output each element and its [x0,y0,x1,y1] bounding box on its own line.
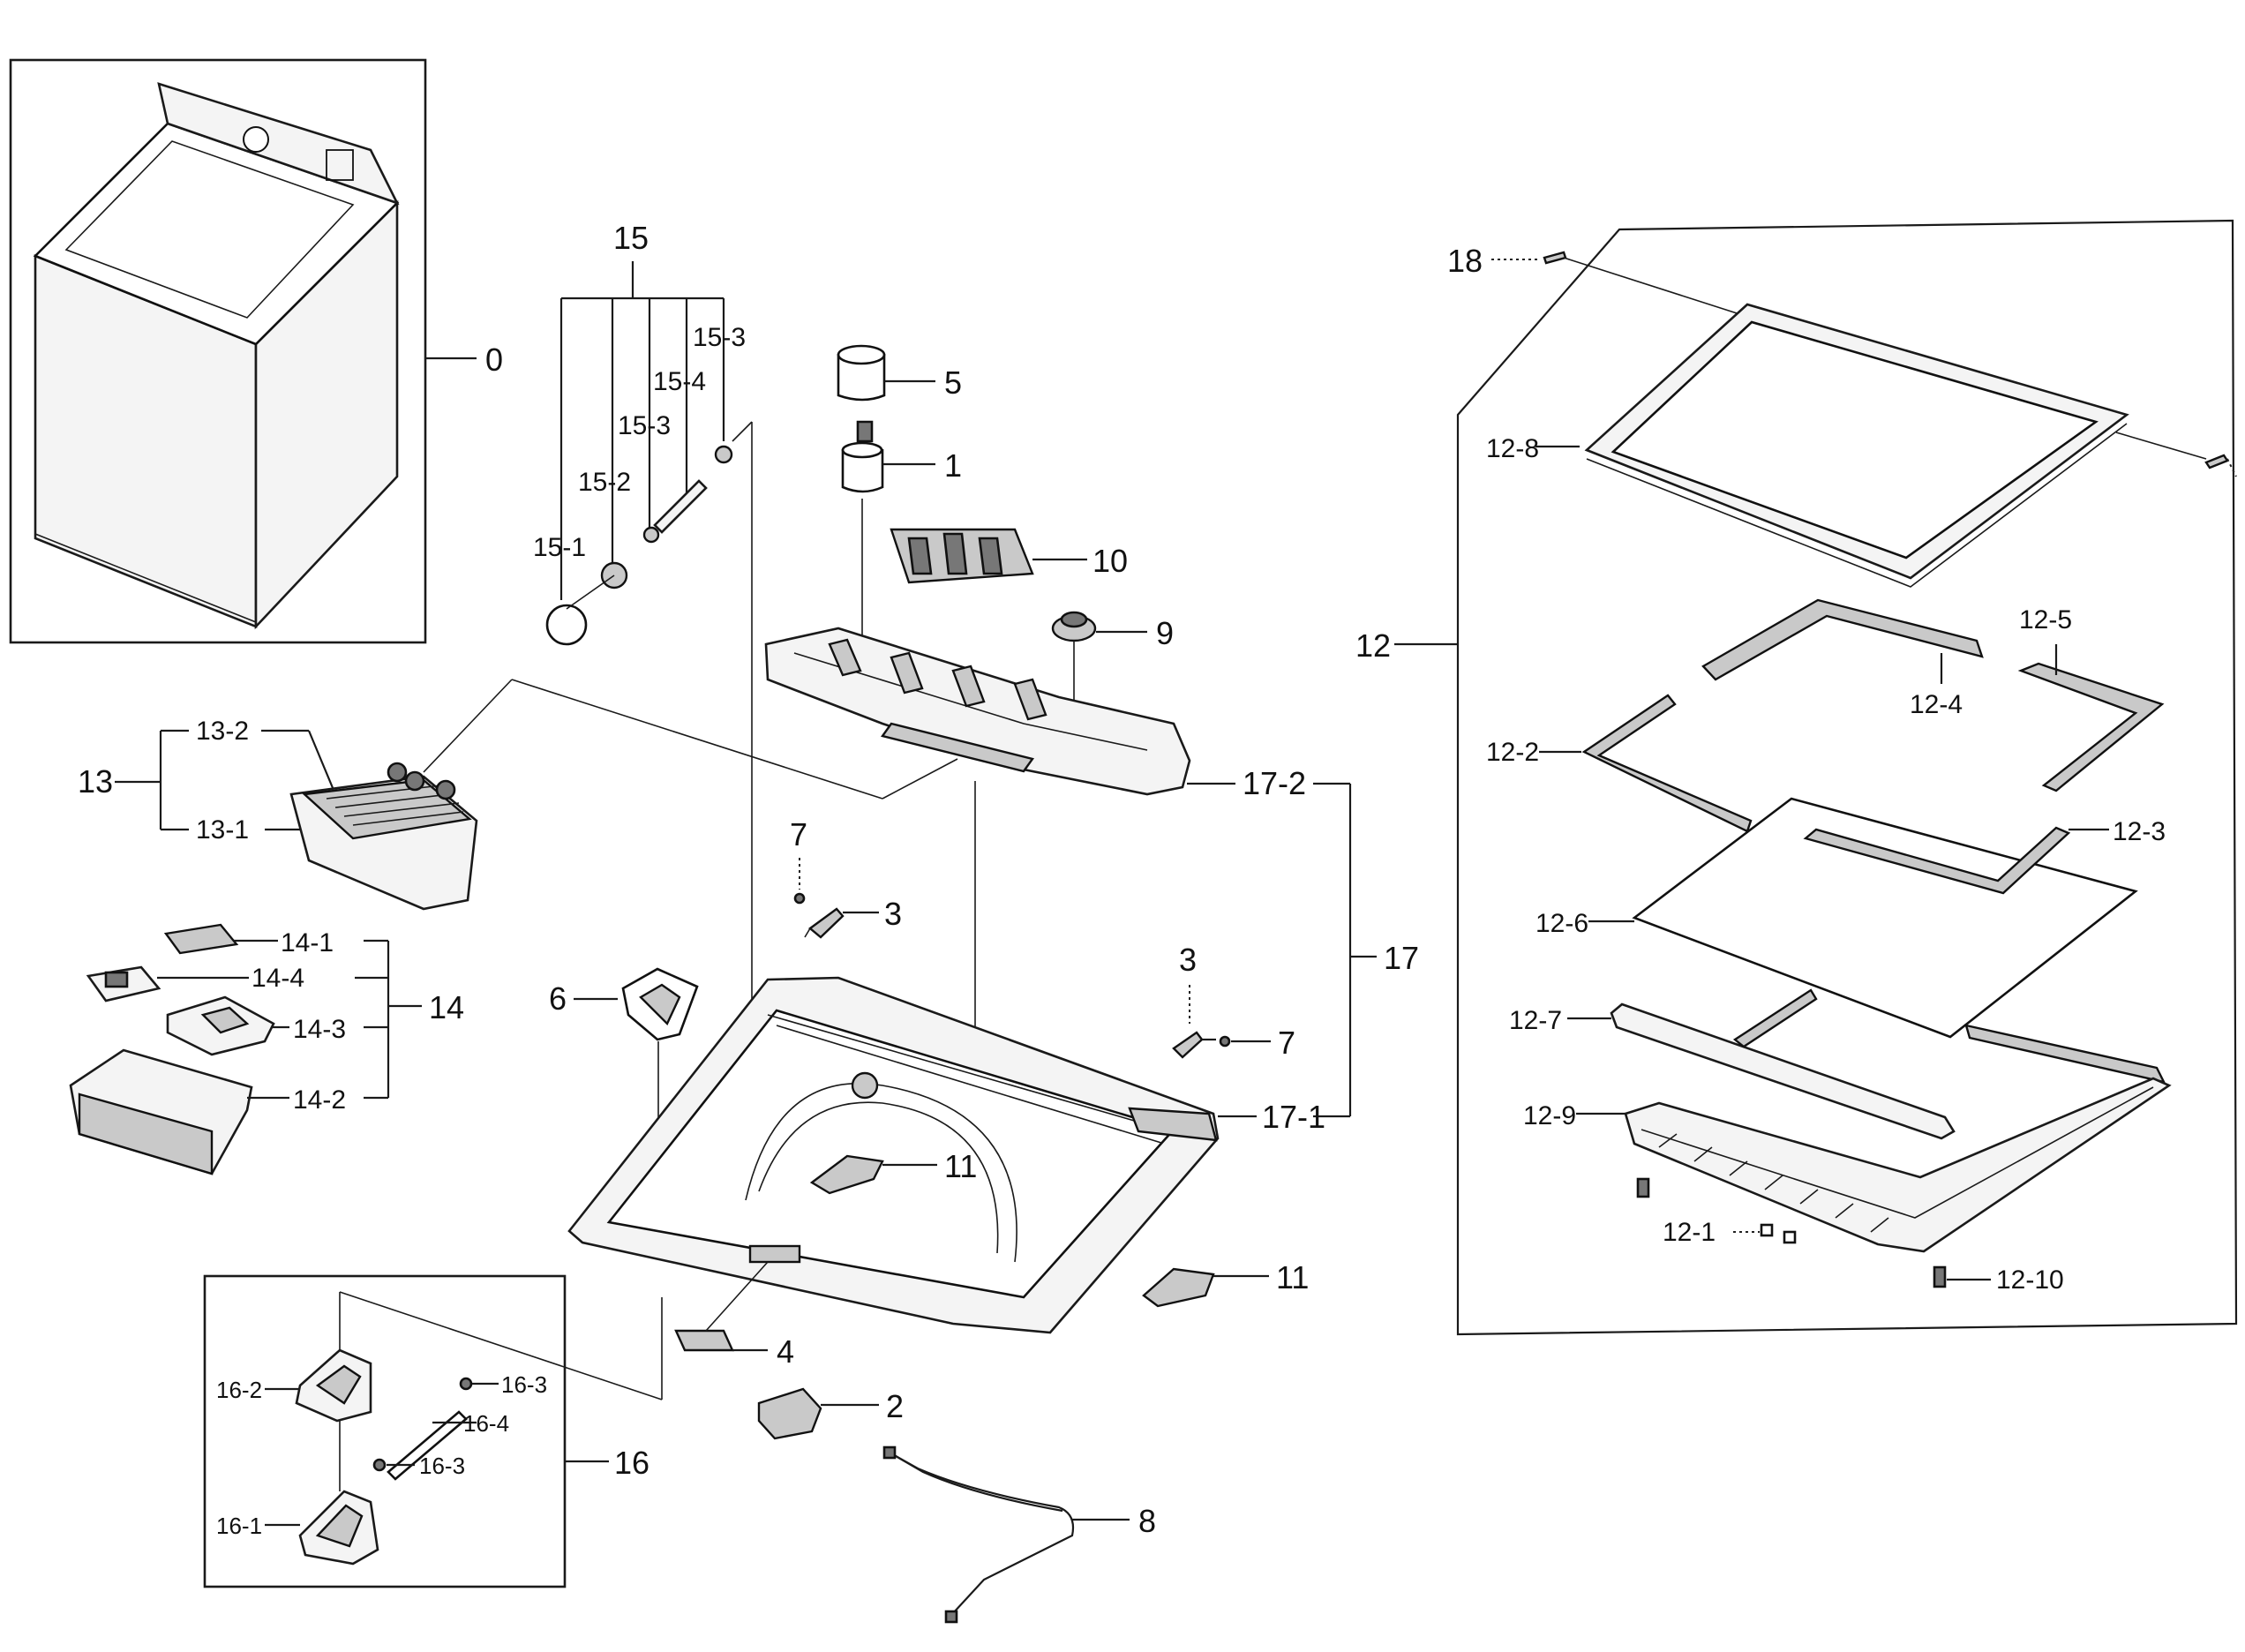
connector-block-group: 10 [890,528,1128,584]
latch-part-11-inner [809,1154,884,1195]
wire-harness-group: 8 [882,1446,1156,1624]
label-11-inner: 11 [944,1148,977,1184]
label-4: 4 [777,1333,794,1370]
lid-trim-part-12-5 [2017,662,2165,792]
label-17-2: 17-2 [1243,765,1306,801]
label-13: 13 [78,763,113,800]
lid-switch-group: 2 [757,1387,904,1440]
label-12-10: 12-10 [1996,1265,2064,1295]
sensor-parts-group: 5 1 [837,344,962,671]
screw-spring-group-left: 7 3 [790,816,902,939]
wire-harness-part-8 [889,1452,1075,1614]
label-0: 0 [485,342,503,378]
damper-kit-frame [203,1274,567,1588]
lid-glass-part-12-6 [1632,797,2138,1039]
label-3-left: 3 [884,896,902,932]
latch-part-11-outer [1142,1267,1215,1308]
knob-9-group: 9 [1051,611,1174,724]
label-16-4: 16-4 [463,1410,509,1437]
label-7-right: 7 [1278,1025,1295,1061]
label-11-outer: 11 [1276,1259,1309,1295]
top-cover-group: 17-1 [567,976,1325,1334]
label-16-3-bottom: 16-3 [419,1453,465,1479]
label-16-3-top: 16-3 [501,1371,547,1398]
label-8: 8 [1138,1503,1156,1539]
hinge-clip-upper [714,445,733,464]
rear-housing-group: 17-2 17 [764,627,1419,1118]
spring-part-3-left [808,907,845,939]
label-14-4: 14-4 [252,964,304,993]
label-15-1: 15-1 [533,533,586,562]
lid-assembly-frame [1456,219,2238,1336]
label-14-3: 14-3 [293,1015,346,1044]
hinge-kit-15-group: 15 15-3 15-4 15-3 15-2 15-1 [533,220,753,1235]
lid-trim-part-12-3 [1803,826,2071,895]
label-12-7: 12-7 [1509,1006,1562,1035]
hinge-pin-part-18 [1543,251,1567,265]
lid-base-part-12-9 [1624,1077,2172,1253]
lid-trim-part-12-4 [1701,598,1984,681]
label-16-1: 16-1 [216,1513,262,1539]
label-12: 12 [1355,627,1391,664]
label-12-8: 12-8 [1486,434,1539,463]
label-9: 9 [1156,615,1174,651]
screw-spring-group-right: 3 7 [1172,942,1295,1061]
hinge-pin-part-18-right [2204,454,2229,469]
label-16: 16 [614,1445,649,1481]
label-2: 2 [886,1388,904,1424]
damper-kit-16-group: 16-2 16-3 16-4 16-3 16-1 16 [203,1274,663,1588]
lid-trim-part-12-2 [1581,694,1753,833]
lid-handle-part-12-7 [1610,1002,1956,1140]
label-6: 6 [549,980,567,1017]
label-3-right: 3 [1179,942,1197,978]
label-7-left: 7 [790,816,807,852]
washer-overview-frame [9,58,427,644]
damper-rod-part-16-4 [387,1410,468,1481]
clip-4-group: 4 [674,1261,794,1370]
spring-part-3-right [1172,1031,1204,1059]
label-13-2: 13-2 [196,717,249,746]
clip-part-4 [674,1329,734,1352]
label-15: 15 [613,220,649,256]
label-1: 1 [944,447,962,484]
label-12-6: 12-6 [1535,909,1588,938]
dispenser-drawer-14-group: 14-1 14-4 14-3 14-2 14 [69,923,464,1175]
label-5: 5 [944,364,962,401]
lid-screw-part-12-10 [1933,1265,1947,1288]
label-13-1: 13-1 [196,815,249,845]
label-10: 10 [1092,543,1128,579]
label-15-3-top: 15-3 [693,323,746,352]
hinge-clip-lower [642,526,660,544]
drawer-cover-part-14-1 [163,923,239,955]
label-15-4: 15-4 [653,367,706,396]
label-15-2: 15-2 [578,468,631,497]
label-12-3: 12-3 [2113,817,2166,846]
dispenser-13-group: 13 13-2 13-1 [78,679,958,911]
rear-housing-part-17-2 [764,627,1191,796]
label-12-2: 12-2 [1486,738,1539,767]
label-14-1: 14-1 [281,928,334,957]
label-12-4: 12-4 [1910,690,1963,719]
label-18: 18 [1447,243,1483,279]
latch-group: 11 11 [809,1148,1309,1308]
label-12-5: 12-5 [2019,605,2072,635]
washer-illustration [33,82,400,630]
label-17-1: 17-1 [1262,1099,1325,1135]
label-12-9: 12-9 [1523,1101,1576,1130]
label-15-3-bottom: 15-3 [618,411,671,440]
label-14: 14 [429,989,464,1025]
label-14-2: 14-2 [293,1085,346,1115]
hinge-shaft-part [653,479,708,534]
label-17: 17 [1384,940,1419,976]
lid-switch-part-2 [757,1387,822,1440]
label-12-1: 12-1 [1663,1218,1716,1247]
label-16-2: 16-2 [216,1377,262,1403]
lid-assembly-12-group: 12 18 12-8 12-4 12-5 12-2 12-6 [1355,219,2238,1336]
washer-overview-group: 0 [9,58,503,644]
hinge-cap-part [545,604,588,646]
